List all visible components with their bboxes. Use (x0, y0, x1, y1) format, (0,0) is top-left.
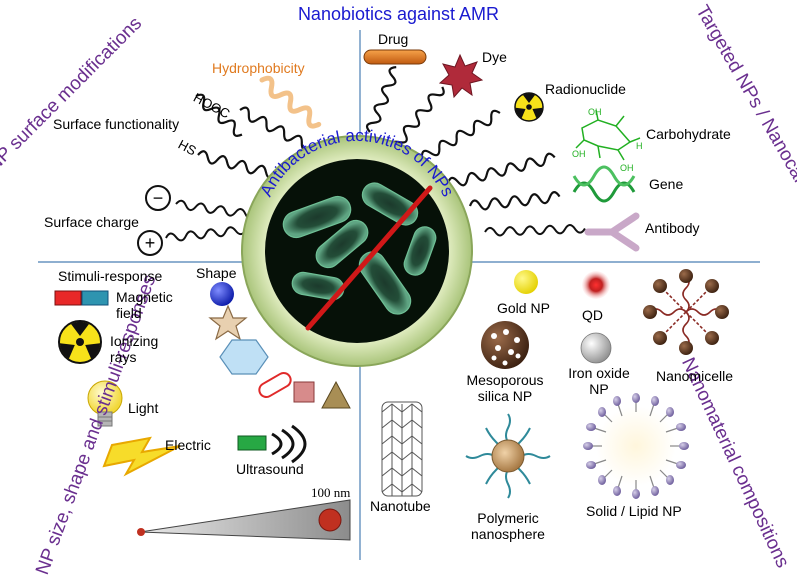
stimuli-heading: Stimuli-response (58, 268, 163, 284)
gold-np-icon (514, 270, 538, 294)
drug-label: Drug (378, 31, 409, 47)
diagram-canvas: Antibacterial activities of NPs (38, 30, 760, 560)
polymeric-nanosphere-label: Polymeric nanosphere (471, 510, 545, 542)
mesoporous-silica-icon (481, 321, 529, 369)
oh-label-3: OH (620, 163, 634, 173)
magnetic-field-label: Magnetic field (116, 289, 173, 321)
antibody-chain (484, 224, 586, 237)
nanomicelle-label: Nanomicelle (656, 368, 734, 384)
iron-oxide-icon (580, 332, 612, 364)
surface-charge-label: Surface charge (44, 214, 139, 230)
lightbulb-icon (87, 380, 123, 427)
carbohydrate-icon (575, 109, 641, 161)
minus-charge-icon (145, 185, 171, 211)
dye-label: Dye (482, 49, 507, 65)
small-particle (137, 528, 145, 536)
functionality-chain (195, 93, 243, 137)
qd-icon (582, 271, 610, 299)
iron-oxide-label: Iron oxide NP (568, 365, 630, 397)
lightning-icon (102, 436, 181, 477)
ionizing-radiation-icon (58, 320, 102, 364)
scale-label: 100 nm (311, 485, 351, 500)
h-label: H (636, 141, 643, 151)
antibody-label: Antibody (645, 220, 700, 236)
drug-chain (365, 66, 397, 133)
drug-icon (363, 49, 427, 65)
nanomicelle-icon (643, 269, 729, 355)
rod-shape (258, 372, 292, 398)
charge-plus-chain (165, 226, 247, 242)
magnet-blue-icon (81, 290, 109, 306)
nanotube-label: Nanotube (370, 498, 431, 514)
antibody-icon (584, 212, 640, 252)
electric-label: Electric (165, 437, 211, 453)
size-scale-wedge (139, 499, 351, 541)
pyramid-shape (321, 380, 351, 409)
carbohydrate-label: Carbohydrate (646, 126, 731, 142)
plus-charge-icon (137, 230, 163, 256)
magnet-red-icon (54, 290, 82, 306)
dye-chain (390, 86, 445, 151)
hexagon-shape (219, 339, 269, 375)
gene-chain (468, 191, 561, 211)
nanotube-icon (381, 401, 423, 497)
oh-label-1: OH (588, 107, 602, 117)
star-shape (208, 304, 248, 341)
radionuclide-label: Radionuclide (545, 81, 626, 97)
mesoporous-silica-label: Mesoporous silica NP (466, 372, 544, 404)
ultrasound-transducer-icon (237, 435, 267, 451)
radionuclide-chain (420, 109, 501, 159)
ultrasound-wave-icon (271, 424, 307, 464)
solid-lipid-np-label: Solid / Lipid NP (586, 503, 682, 519)
hydrophobicity-label: Hydrophobicity (212, 60, 305, 76)
hydrophobicity-chain (259, 75, 322, 129)
solid-lipid-np-icon (583, 393, 689, 499)
light-label: Light (128, 400, 159, 416)
carbohydrate-chain (446, 152, 556, 187)
ultrasound-label: Ultrasound (236, 461, 304, 477)
surface-functionality-label: Surface functionality (53, 116, 180, 132)
dye-icon (438, 53, 484, 99)
gene-label: Gene (649, 176, 684, 192)
sphere-shape (210, 282, 234, 306)
large-particle (318, 508, 342, 532)
cube-shape (293, 381, 315, 403)
gold-np-label: Gold NP (497, 300, 550, 316)
oh-label-2: OH (572, 149, 586, 159)
inhibition-slash (305, 185, 433, 331)
radiation-icon (514, 92, 544, 122)
ionizing-rays-label: Ionizing rays (110, 333, 159, 365)
minus-symbol: − (152, 188, 164, 208)
shape-label: Shape (196, 265, 237, 281)
diagram-title: Nanobiotics against AMR (297, 4, 500, 24)
gene-icon (572, 165, 636, 203)
qd-label: QD (582, 307, 603, 323)
polymeric-nanosphere-icon (465, 413, 551, 499)
bacteria-cells (282, 182, 437, 315)
plus-symbol: + (144, 233, 156, 253)
